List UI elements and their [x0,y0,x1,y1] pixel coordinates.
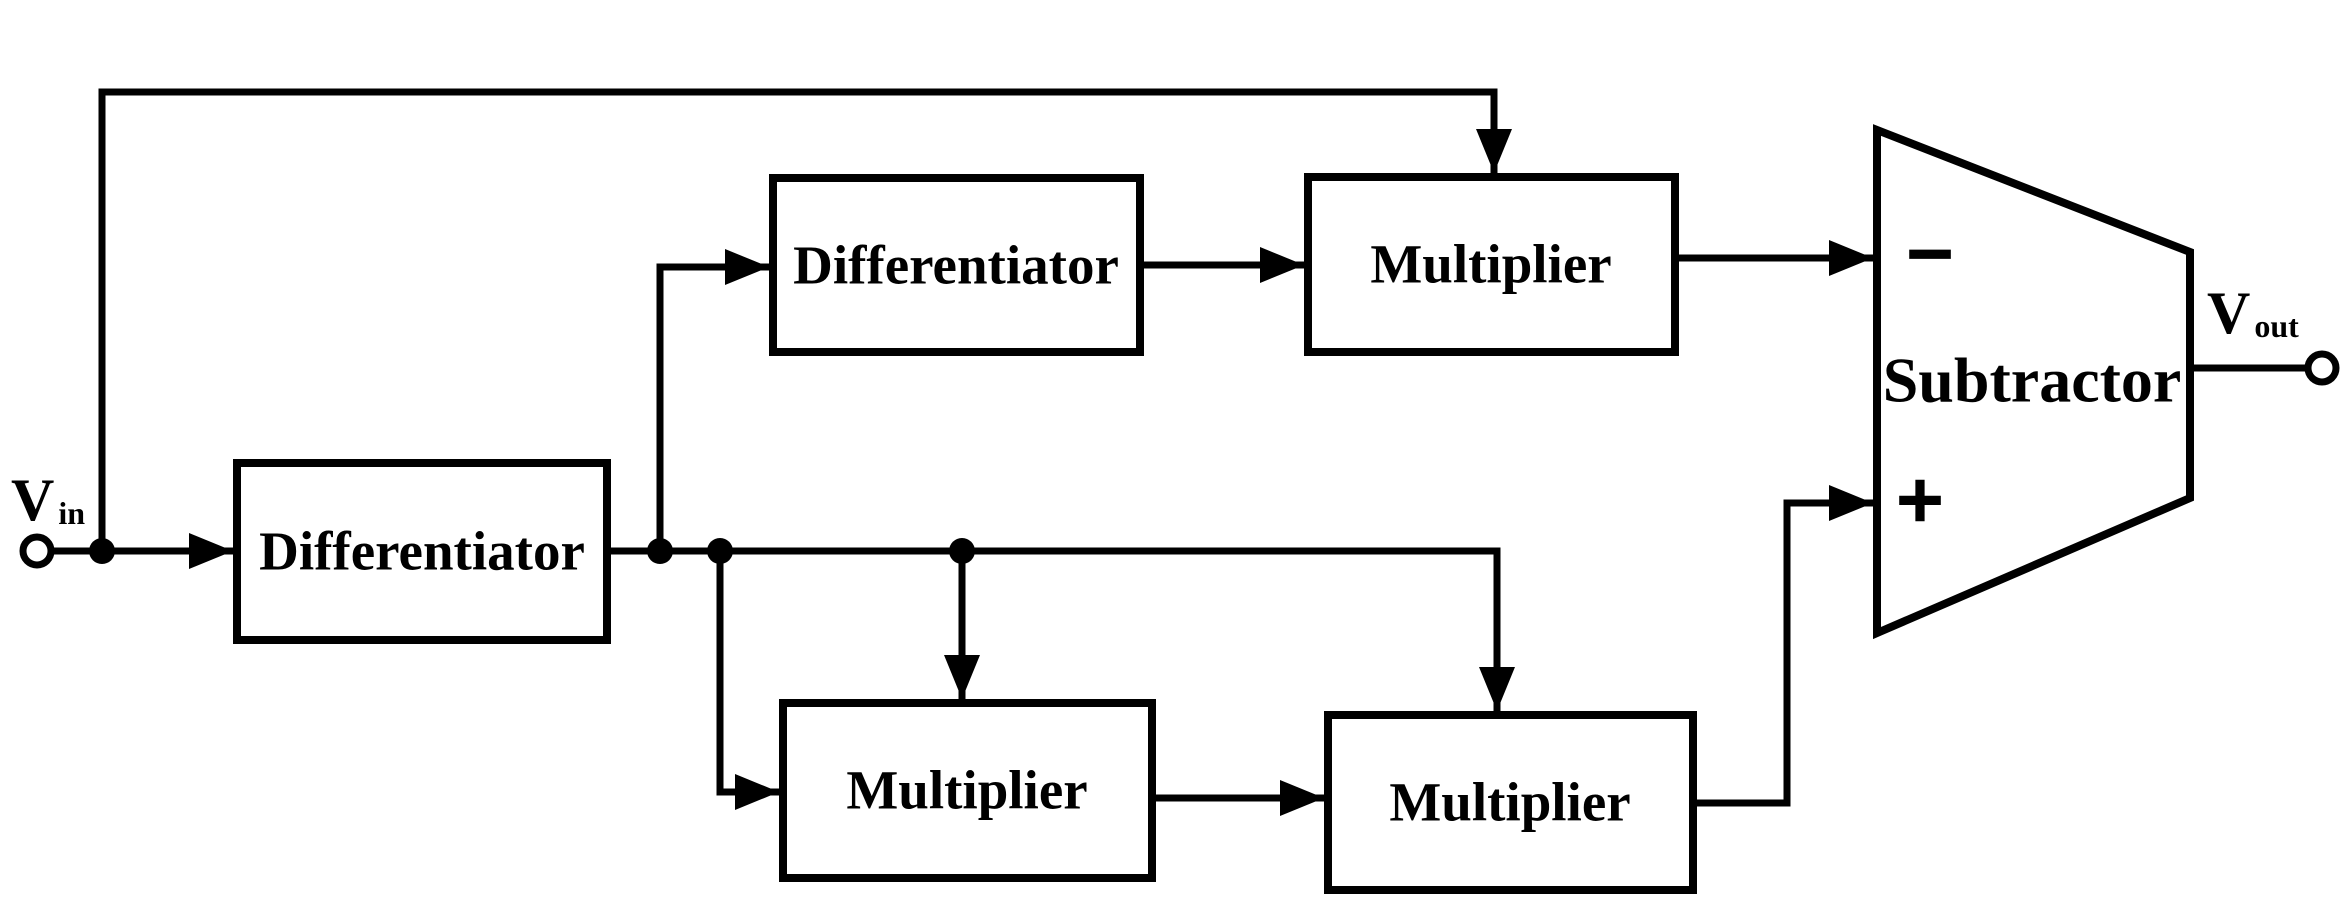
vout-label-subscript: out [2254,308,2299,344]
vout-label: V out [2207,280,2299,346]
vin-label-symbol: V [11,467,54,533]
wire-branch-to-multiplier-bottom-left-side [716,551,779,810]
wire-multiplier-bottom-right-to-subtractor-plus [1693,485,1873,807]
multiplier-top-label: Multiplier [1370,234,1611,295]
subtractor-plus-port-symbol: + [1897,455,1944,546]
multiplier-bottom-right-box [1324,711,1697,894]
vin-label-subscript: in [58,495,85,531]
junction-dot-3 [949,538,975,564]
junction-dot-vin [89,538,115,564]
subtractor-label: Subtractor [1883,345,2182,416]
wire-vin-feedback-to-multiplier-top [98,88,1512,551]
block-differentiator-2: Differentiator [769,174,1144,356]
vout-terminal [2304,350,2340,386]
multiplier-top-box [1304,173,1679,356]
junction-dot-1 [647,538,673,564]
block-differentiator-1: Differentiator [233,459,611,644]
block-multiplier-top: Multiplier [1304,173,1679,356]
vin-label: V in [11,467,85,533]
differentiator-2-box [769,174,1144,356]
block-subtractor: Subtractor − + [1873,124,2194,640]
wire-differentiator-1-output-bus [607,547,1515,711]
differentiator-1-label: Differentiator [259,521,585,582]
wire-branch-to-differentiator-2 [656,249,769,551]
multiplier-bottom-left-label: Multiplier [846,760,1087,821]
block-multiplier-bottom-right: Multiplier [1324,711,1697,894]
vout-label-symbol: V [2207,280,2250,346]
multiplier-bottom-left-box [779,699,1156,882]
differentiator-2-label: Differentiator [793,235,1119,296]
subtractor-trapezoid [1873,124,2194,640]
vin-terminal [19,533,55,569]
differentiator-1-box [233,459,611,644]
junction-dot-2 [707,538,733,564]
block-multiplier-bottom-left: Multiplier [779,699,1156,882]
subtractor-minus-port-symbol: − [1907,209,1954,300]
multiplier-bottom-right-label: Multiplier [1389,772,1630,833]
